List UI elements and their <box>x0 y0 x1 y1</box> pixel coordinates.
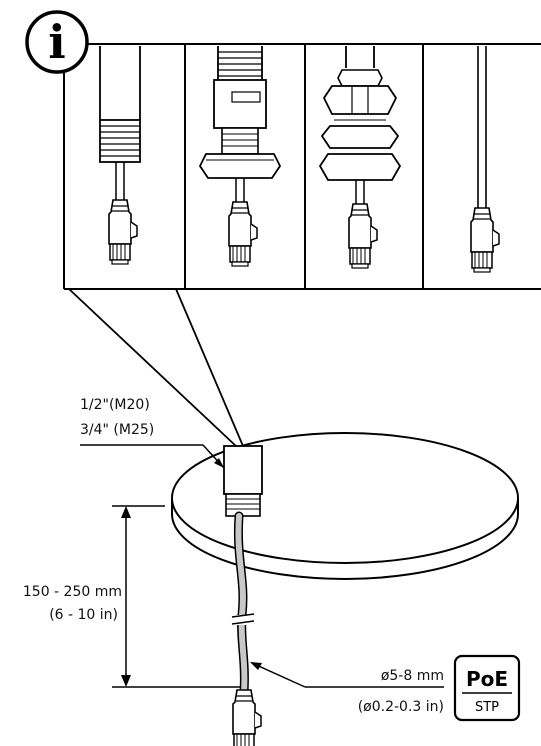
option-bare-cable <box>470 46 500 273</box>
mounting-base <box>171 432 519 580</box>
conduit-size-label: 1/2"(M20) 3/4" (M25) <box>80 397 225 469</box>
info-letter: i <box>48 15 65 69</box>
length-metric: 150 - 250 mm <box>23 584 122 600</box>
option-cable-gland <box>318 46 402 269</box>
option-conduit-threaded <box>99 46 141 265</box>
options-panel <box>63 43 541 290</box>
stp-label: STP <box>475 700 499 715</box>
conduit-size-half-inch: 1/2"(M20) <box>80 397 150 413</box>
diameter-imperial: (ø0.2-0.3 in) <box>358 699 444 715</box>
poe-stp-badge: PoE STP <box>453 654 521 722</box>
cable <box>231 511 262 746</box>
conduit-size-three-quarter-inch: 3/4" (M25) <box>80 422 154 438</box>
cable-length-dimension: 150 - 250 mm (6 - 10 in) <box>23 505 240 688</box>
info-icon: i <box>25 10 89 74</box>
option-flexible-conduit <box>198 46 282 267</box>
conduit <box>223 445 263 517</box>
length-imperial: (6 - 10 in) <box>49 607 118 623</box>
cable-diameter-callout: ø5-8 mm (ø0.2-0.3 in) <box>250 662 444 715</box>
poe-label: PoE <box>466 667 508 691</box>
callout-lines <box>68 288 244 448</box>
diameter-metric: ø5-8 mm <box>381 668 444 684</box>
